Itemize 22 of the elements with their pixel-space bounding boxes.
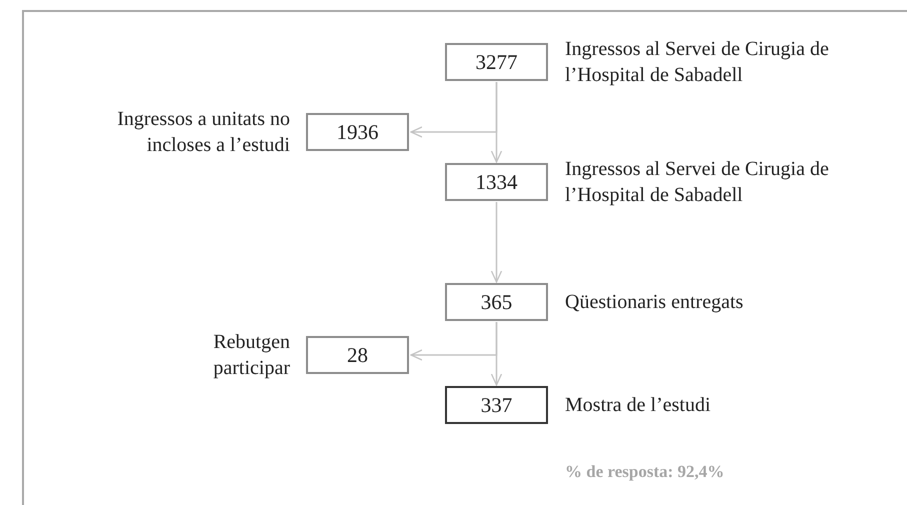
step-description: Ingressos al Servei de Cirugia de l’Hospital de Sabadell [565, 37, 830, 88]
step-description: Ingressos a unitats no incloses a l’estudi [116, 107, 290, 158]
count-value: 365 [480, 290, 512, 314]
arrow [410, 322, 498, 361]
count-box [306, 113, 409, 151]
count-value: 337 [480, 392, 512, 418]
count-box [445, 43, 548, 81]
step-description: Ingressos al Servei de Cirugia de l’Hospital de Sabadell [565, 157, 830, 208]
response-rate-note: % de resposta: 92,4% [565, 462, 724, 482]
count-value: 28 [347, 342, 368, 368]
count-box [445, 283, 548, 321]
count-box [445, 163, 548, 201]
step-description: Rebutgen participar [212, 330, 290, 381]
count-value: 1936 [336, 120, 378, 144]
arrow [410, 82, 498, 138]
count-box [306, 336, 409, 374]
step-description: Qüestionaris entregats [565, 290, 744, 315]
count-box [445, 386, 548, 424]
count-value: 3277 [476, 50, 518, 74]
step-description: Mostra de l’estudi [565, 393, 712, 418]
arrow [490, 202, 502, 283]
count-value: 1334 [476, 170, 518, 194]
